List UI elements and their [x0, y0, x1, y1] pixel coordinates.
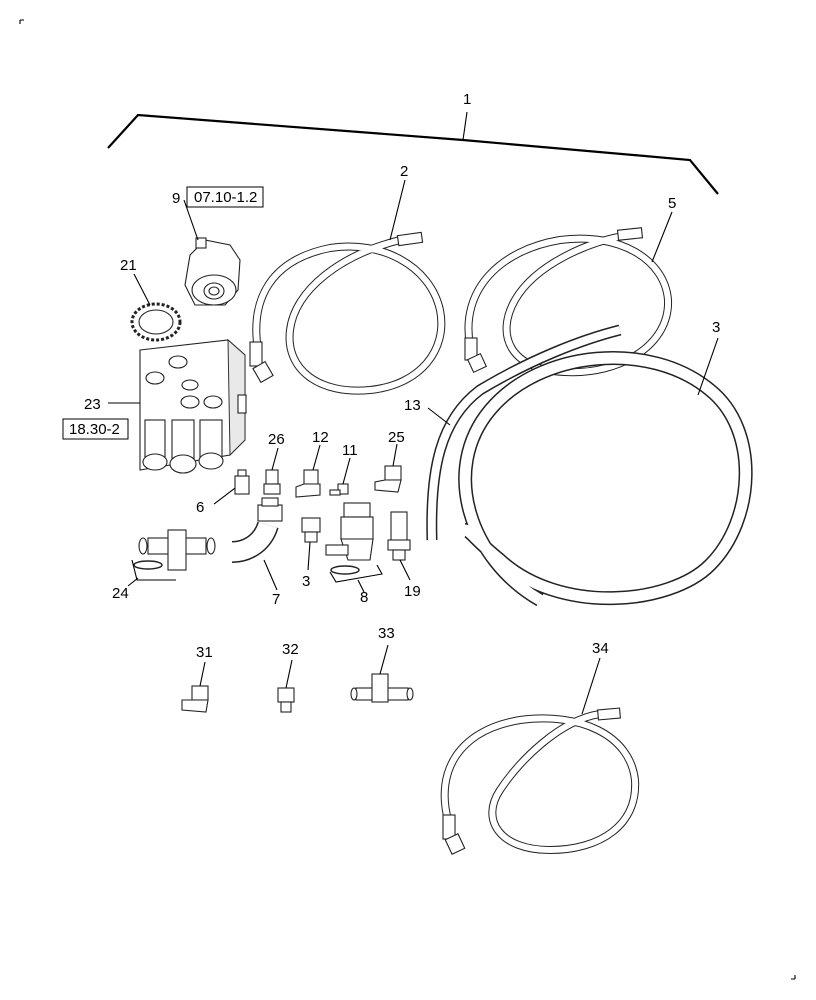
- label-24: 24: [112, 585, 129, 602]
- leader-32: [285, 659, 293, 689]
- assembly-bracket: [107, 113, 719, 195]
- leader-13: [427, 407, 451, 426]
- label-9: 9: [172, 190, 180, 207]
- label-31: 31: [196, 644, 213, 661]
- ref-9-text: 07.10-1.2: [194, 189, 257, 206]
- corner-mark-bottom-right: [791, 975, 796, 980]
- valve-9: [184, 237, 241, 306]
- tee-24: [133, 529, 216, 571]
- label-25: 25: [388, 429, 405, 446]
- tube-13: [426, 324, 622, 541]
- leader-plug-3: [307, 541, 311, 571]
- hose-3: [458, 351, 753, 607]
- bracket-24: [131, 559, 176, 581]
- elbow-7: [231, 497, 283, 563]
- label-2: 2: [400, 163, 408, 180]
- label-33: 33: [378, 625, 395, 642]
- gear-21: [130, 302, 182, 342]
- leader-24: [127, 577, 139, 587]
- label-1: 1: [463, 91, 471, 108]
- ref-23-text: 18.30-2: [69, 421, 120, 438]
- leader-33: [379, 644, 389, 675]
- label-8: 8: [360, 589, 368, 606]
- label-13: 13: [404, 397, 421, 414]
- leader-8: [357, 579, 365, 593]
- fitting-11: [329, 483, 349, 496]
- label-plug-3: 3: [302, 573, 310, 590]
- leader-9: [183, 199, 199, 241]
- leader-25: [392, 443, 398, 467]
- corner-mark-top-left: [19, 19, 24, 24]
- valve-block-23: [139, 338, 247, 474]
- bracket-8: [329, 564, 383, 583]
- label-12: 12: [312, 429, 329, 446]
- leader-2: [389, 179, 406, 241]
- leader-6: [213, 487, 236, 505]
- label-34: 34: [592, 640, 609, 657]
- fitting-6: [234, 469, 250, 495]
- label-6: 6: [196, 499, 204, 516]
- fitting-32: [277, 687, 295, 713]
- fitting-19: [387, 511, 411, 561]
- label-32: 32: [282, 641, 299, 658]
- hose-2: [249, 231, 446, 395]
- label-3: 3: [712, 319, 720, 336]
- label-19: 19: [404, 583, 421, 600]
- leader-11: [342, 457, 351, 485]
- label-26: 26: [268, 431, 285, 448]
- hose-34: [440, 707, 640, 855]
- leader-21: [133, 273, 151, 306]
- label-23: 23: [84, 396, 101, 413]
- ref-box-23[interactable]: [62, 418, 129, 440]
- label-7: 7: [272, 591, 280, 608]
- leader-1: [462, 111, 468, 141]
- ref-box-9[interactable]: [186, 186, 264, 208]
- fitting-26: [263, 469, 281, 495]
- tee-33: [350, 673, 414, 703]
- fitting-25: [374, 465, 402, 493]
- label-5: 5: [668, 195, 676, 212]
- leader-19: [399, 559, 411, 581]
- leader-5: [651, 211, 673, 263]
- leader-34: [581, 657, 601, 715]
- leader-7: [263, 559, 278, 591]
- fitting-12: [295, 469, 321, 498]
- label-21: 21: [120, 257, 137, 274]
- label-11: 11: [342, 442, 358, 459]
- hose-5: [464, 227, 673, 377]
- leader-12: [312, 444, 321, 471]
- leader-31: [199, 661, 206, 687]
- fitting-31: [181, 685, 209, 713]
- plug-3: [301, 517, 321, 543]
- fitting-8: [325, 502, 374, 575]
- leader-3: [697, 337, 719, 396]
- leader-26: [271, 447, 279, 471]
